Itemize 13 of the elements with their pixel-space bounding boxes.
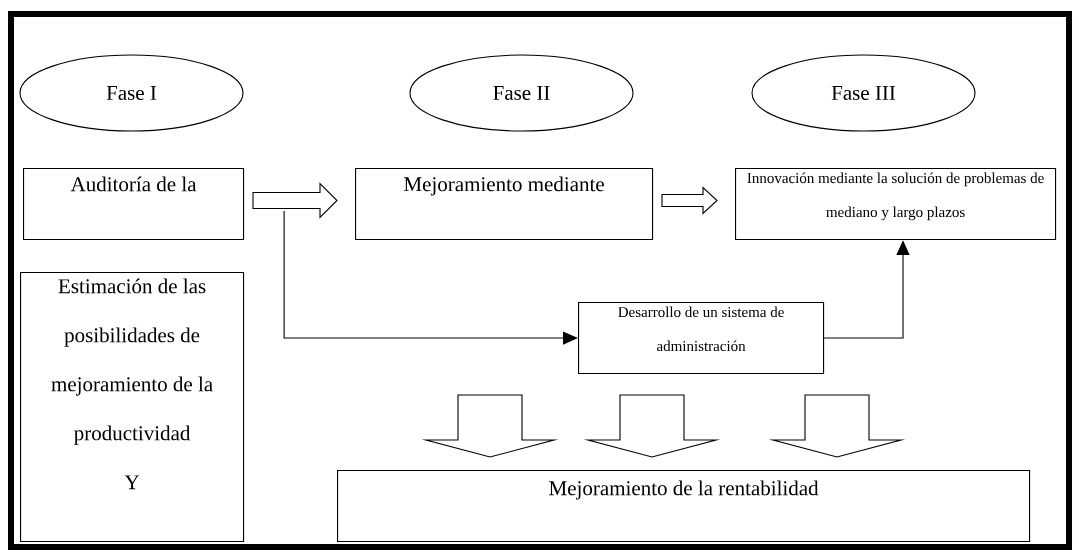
block-arrow [421, 394, 559, 458]
block-arrow [583, 394, 721, 458]
process-box: Mejoramiento mediante [355, 168, 654, 241]
process-box: Mejoramiento de la rentabilidad [337, 470, 1031, 543]
process-box: Auditoría de la [23, 168, 245, 241]
arrow [283, 210, 578, 345]
process-box: Innovación mediante la solución de problemas de mediano y largo plazos [735, 168, 1057, 241]
block-arrow [768, 394, 906, 458]
process-box: Estimación de las posibilidades de mejoramiento de la productividad Y [20, 272, 245, 543]
block-arrow [661, 186, 718, 215]
arrow [823, 240, 910, 339]
block-arrow [252, 182, 338, 219]
process-box: Desarrollo de un sistema de administración [578, 302, 825, 375]
